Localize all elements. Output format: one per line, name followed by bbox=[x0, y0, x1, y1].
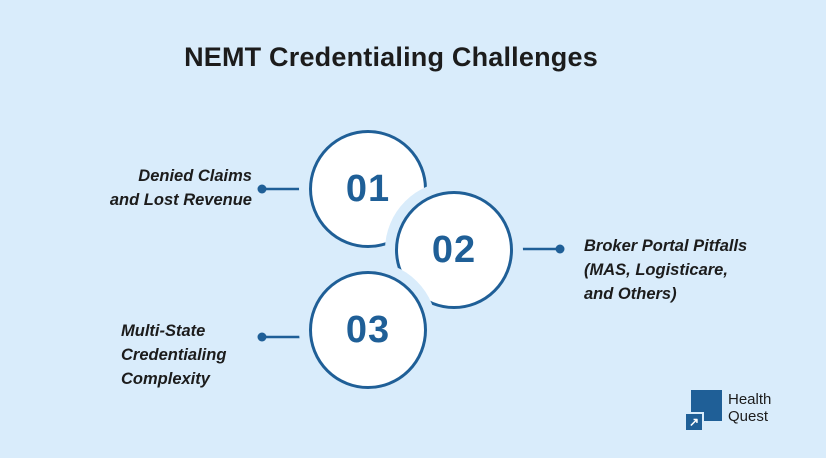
step-number-01: 01 bbox=[345, 167, 391, 210]
step-label-02-line: and Others) bbox=[584, 285, 677, 303]
logo-text: Health Quest bbox=[728, 391, 771, 425]
step-label-03-line: Multi-State bbox=[121, 322, 206, 340]
page-title: NEMT Credentialing Challenges bbox=[184, 42, 598, 72]
step-label-03: Multi-State Credentialing Complexity bbox=[121, 319, 226, 391]
step-label-01-line: Denied Claims bbox=[138, 167, 252, 185]
step-label-03-line: Credentialing bbox=[121, 346, 227, 364]
health-quest-logo: ↗ Health Quest bbox=[684, 390, 804, 434]
step-label-01: Denied Claims and Lost Revenue bbox=[110, 164, 252, 212]
logo-text-line: Health bbox=[728, 391, 772, 408]
arrow-up-right-icon: ↗ bbox=[684, 412, 704, 432]
connector-dot-03 bbox=[257, 332, 267, 342]
step-label-02-line: Broker Portal Pitfalls bbox=[584, 237, 748, 255]
step-number-03: 03 bbox=[345, 308, 391, 351]
step-number-02: 02 bbox=[431, 228, 477, 271]
step-label-03-line: Complexity bbox=[121, 370, 210, 388]
step-label-02: Broker Portal Pitfalls (MAS, Logisticare… bbox=[584, 234, 747, 306]
connector-dot-01 bbox=[257, 184, 267, 194]
step-circle-02: 02 bbox=[395, 191, 513, 309]
logo-text-line: Quest bbox=[728, 408, 769, 425]
step-circle-03: 03 bbox=[309, 271, 427, 389]
step-label-02-line: (MAS, Logisticare, bbox=[584, 261, 728, 279]
step-label-01-line: and Lost Revenue bbox=[109, 191, 252, 209]
connector-dot-02 bbox=[555, 244, 565, 254]
